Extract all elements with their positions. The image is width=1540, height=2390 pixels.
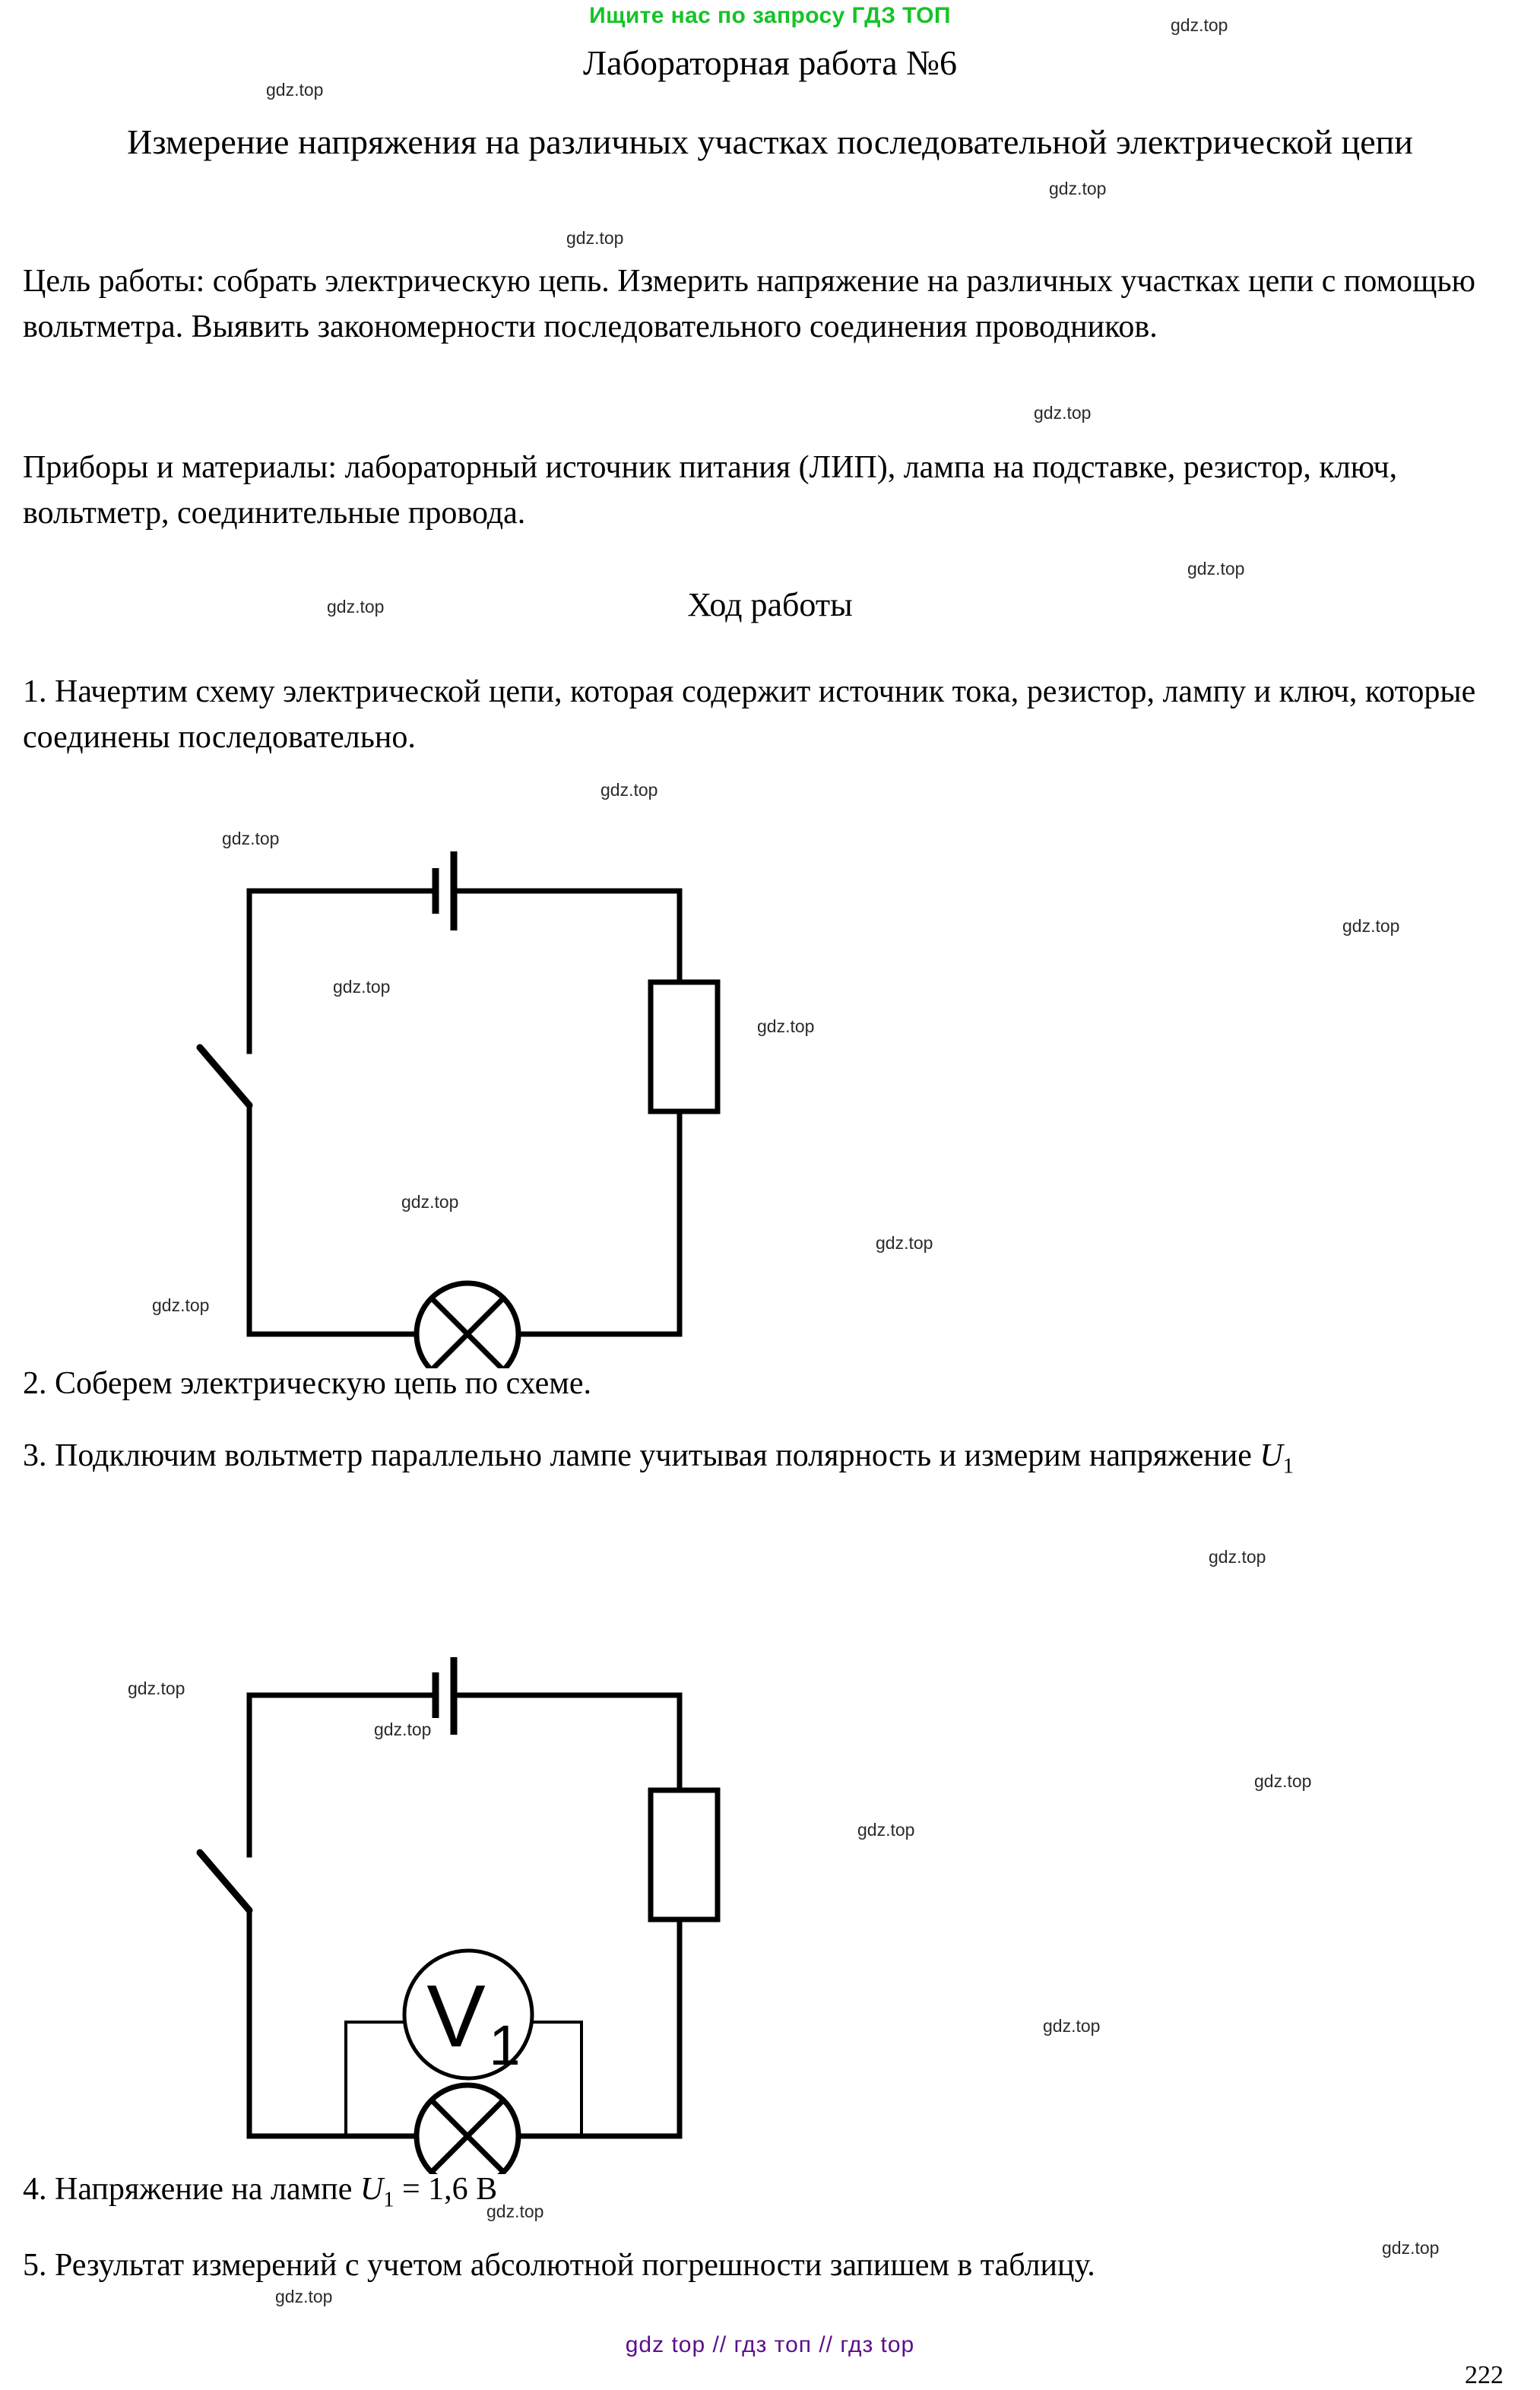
- watermark-2: gdz.top: [1049, 179, 1107, 198]
- watermark-23: gdz.top: [275, 2287, 333, 2306]
- battery-symbol: [432, 851, 458, 930]
- circuit-diagram-2: V 1: [0, 1657, 836, 2190]
- resistor-symbol: [648, 1787, 721, 1922]
- paragraph-step-2: 2. Соберем электрическую цепь по схеме.: [23, 1366, 592, 1401]
- footer-promo-text: gdz top // гдз топ // гдз top: [625, 2332, 915, 2357]
- paragraph-step-5: 5. Результат измерений с учетом абсолютн…: [23, 2248, 1095, 2283]
- paragraph-step-4: 4. Напряжение на лампе U1 = 1,6 В: [23, 2167, 1490, 2216]
- step-3-subscript: 1: [1282, 1454, 1294, 1479]
- lamp-symbol: [414, 2082, 521, 2190]
- page-number: 222: [1465, 2361, 1504, 2389]
- circuit-diagram-1: [0, 836, 836, 1388]
- voltmeter-subscript: 1: [489, 2014, 520, 2077]
- watermark-19: gdz.top: [857, 1820, 915, 1840]
- voltmeter-letter: V: [426, 1967, 485, 2065]
- watermark-5: gdz.top: [1187, 559, 1245, 578]
- step-3-text: 3. Подключим вольтметр параллельно лампе…: [23, 1438, 1260, 1473]
- page-title: Лабораторная работа №6: [582, 43, 958, 82]
- watermark-18: gdz.top: [1254, 1771, 1312, 1791]
- voltmeter-symbol: V 1: [402, 1948, 534, 2081]
- paragraph-goal: Цель работы: собрать электрическую цепь.…: [23, 264, 1476, 345]
- step-4-subscript: 1: [383, 2188, 395, 2212]
- paragraph-step-3: 3. Подключим вольтметр параллельно лампе…: [23, 1433, 1532, 1482]
- promo-header-text: Ищите нас по запросу ГДЗ ТОП: [589, 3, 951, 28]
- resistor-symbol: [648, 979, 721, 1114]
- watermark-22: gdz.top: [1382, 2238, 1440, 2258]
- page-subtitle: Измерение напряжения на различных участк…: [127, 122, 1413, 161]
- step-4-text-a: 4. Напряжение на лампе: [23, 2172, 360, 2207]
- step-3-variable: U: [1260, 1438, 1283, 1473]
- watermark-20: gdz.top: [1043, 2016, 1101, 2036]
- heading-progress: Ход работы: [687, 586, 853, 623]
- paragraph-step-1: 1. Начертим схему электрической цепи, ко…: [23, 674, 1476, 756]
- step-4-text-b: = 1,6 В: [394, 2172, 498, 2207]
- switch-symbol: [196, 1849, 253, 1914]
- watermark-13: gdz.top: [876, 1233, 933, 1253]
- watermark-15: gdz.top: [1209, 1547, 1266, 1567]
- paragraph-materials: Приборы и материалы: лабораторный источн…: [23, 450, 1398, 531]
- switch-symbol: [196, 1044, 253, 1109]
- watermark-4: gdz.top: [1034, 403, 1092, 423]
- watermark-3: gdz.top: [566, 228, 624, 248]
- lamp-symbol: [414, 1280, 521, 1388]
- step-4-variable: U: [360, 2172, 384, 2207]
- watermark-7: gdz.top: [600, 780, 658, 800]
- battery-symbol: [432, 1657, 458, 1735]
- watermark-9: gdz.top: [1342, 916, 1400, 936]
